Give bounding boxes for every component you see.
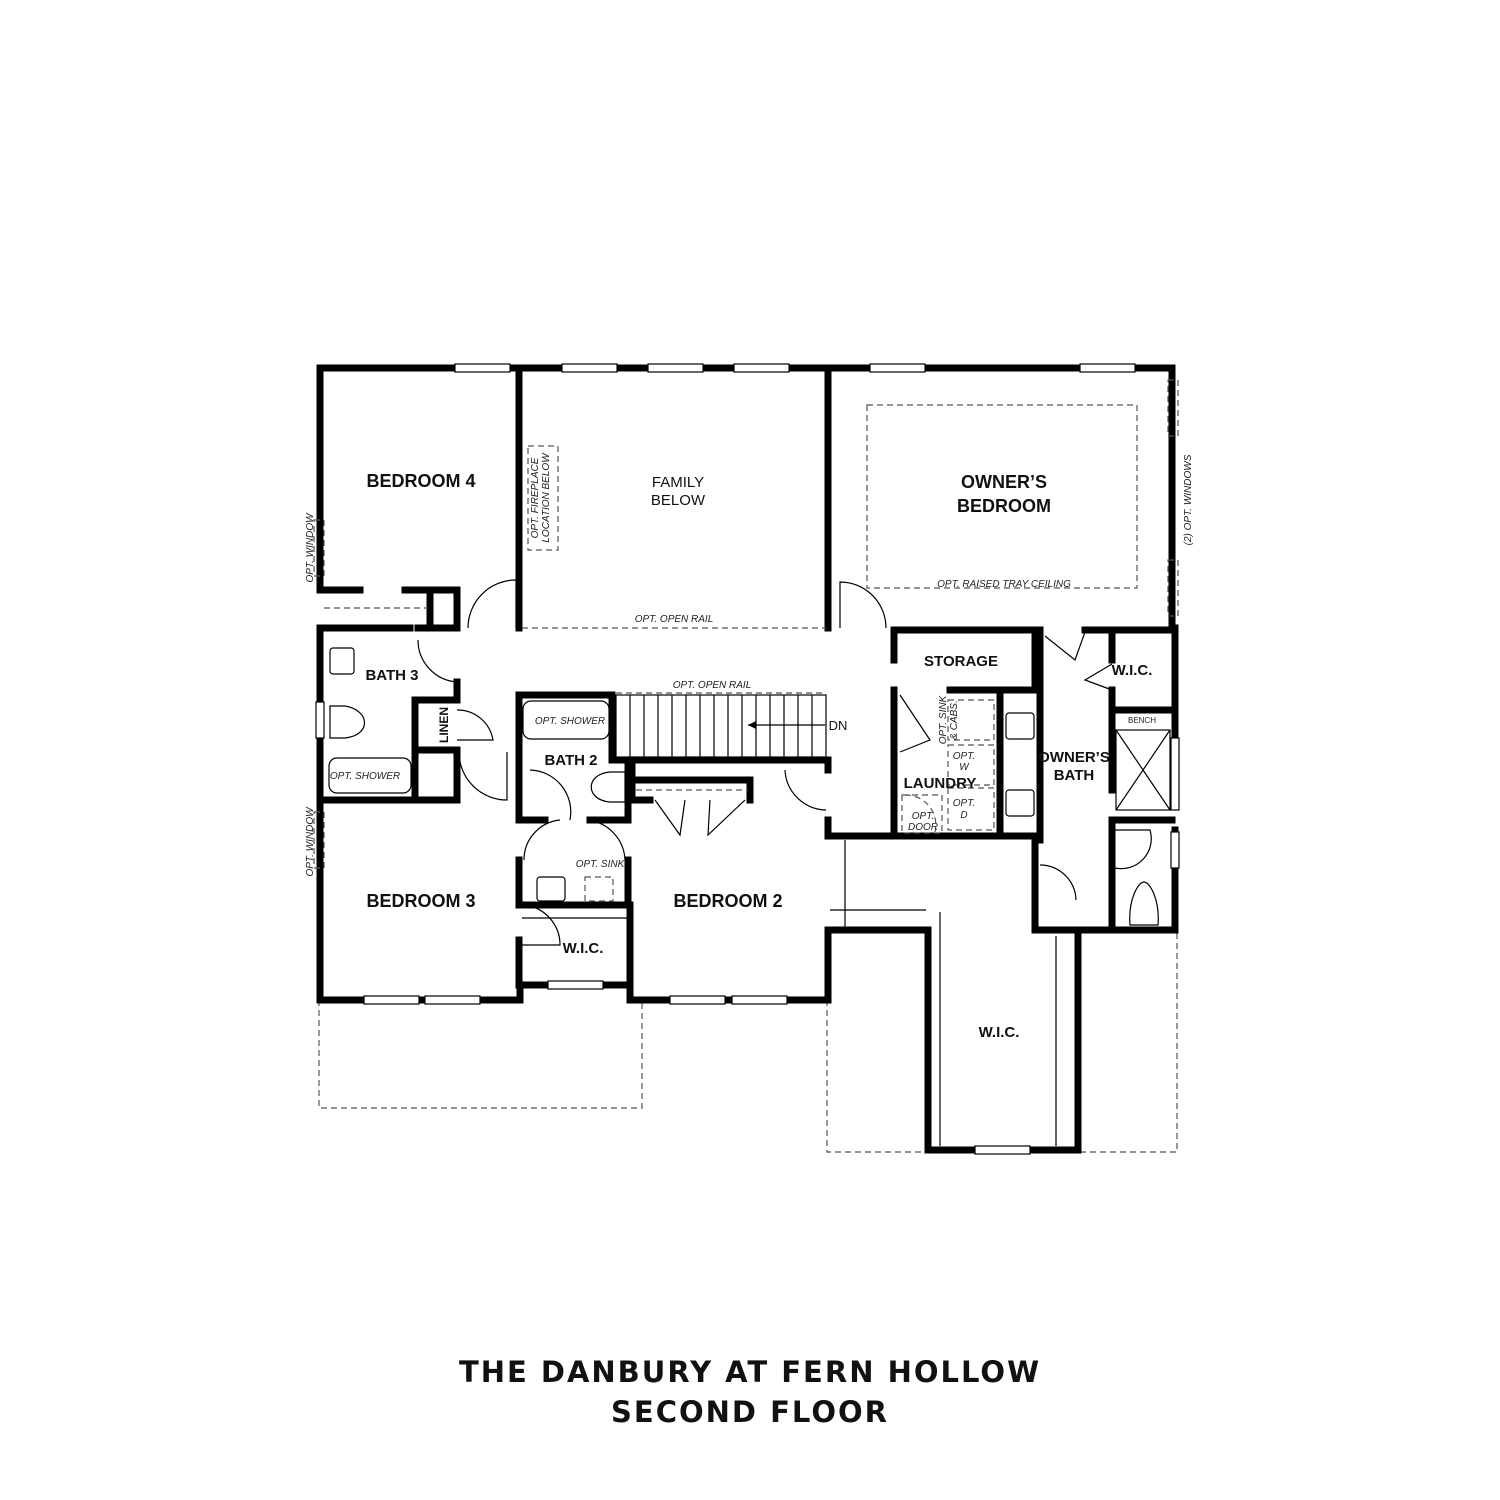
- note-stairs-down: DN: [829, 718, 848, 733]
- room-label-owner-large-wic: W.I.C.: [979, 1024, 1020, 1041]
- tub-icon: [522, 700, 610, 740]
- note-opt-raised-tray-ceiling: OPT. RAISED TRAY CEILING: [937, 579, 1071, 590]
- room-label-bath-2: BATH 2: [544, 752, 597, 769]
- windows: [313, 363, 1180, 1155]
- room-label-bedroom-4: BEDROOM 4: [366, 471, 475, 491]
- shower-icon: [1115, 729, 1171, 811]
- sink-icon: [1005, 789, 1035, 817]
- note-opt-windows: (2) OPT. WINDOWS: [1183, 454, 1194, 545]
- sink-icon: [329, 647, 355, 675]
- note-opt-fireplace-2: LOCATION BELOW: [541, 452, 552, 543]
- room-label-family-below-2: BELOW: [651, 492, 706, 509]
- opt-washer: [947, 744, 995, 786]
- note-opt-sink: OPT. SINK: [576, 859, 626, 870]
- opt-dryer: [947, 787, 995, 831]
- note-bench: BENCH: [1128, 716, 1156, 725]
- room-label-family-below: FAMILY: [652, 474, 704, 491]
- optional-extents: [318, 404, 1178, 1153]
- opt-sink-icon: [584, 876, 614, 902]
- toilet-icon: [590, 771, 626, 803]
- note-opt-dryer: OPT.: [953, 798, 975, 809]
- sink-icon: [536, 876, 566, 902]
- note-opt-washer: OPT.: [953, 751, 975, 762]
- room-label-owners-bedroom: OWNER’S: [961, 472, 1047, 492]
- note-opt-washer-2: W: [959, 762, 970, 773]
- sink-icon: [1005, 712, 1035, 740]
- room-label-owners-bath: OWNER’S: [1038, 749, 1110, 766]
- doors: [417, 579, 1152, 946]
- note-opt-shower-bath3: OPT. SHOWER: [330, 771, 400, 782]
- note-opt-door-2: DOOR: [908, 822, 938, 833]
- opt-sink-cabs: [947, 699, 995, 741]
- note-opt-door: OPT.: [912, 811, 934, 822]
- room-label-laundry: LAUNDRY: [904, 775, 977, 792]
- room-label-owners-bedroom-2: BEDROOM: [957, 496, 1051, 516]
- tub-icon: [328, 757, 412, 794]
- room-label-owners-bath-2: BATH: [1054, 767, 1095, 784]
- note-opt-dryer-2: D: [960, 810, 967, 821]
- room-label-bedroom-2: BEDROOM 2: [673, 891, 782, 911]
- stairs: [615, 694, 827, 758]
- room-label-bedroom-3: BEDROOM 3: [366, 891, 475, 911]
- note-opt-sink-cabs-2: & CABS.: [949, 700, 960, 739]
- note-opt-open-rail-upper: OPT. OPEN RAIL: [635, 614, 714, 625]
- note-opt-shower-bath2: OPT. SHOWER: [535, 716, 605, 727]
- room-label-bath-3: BATH 3: [365, 667, 418, 684]
- note-opt-window-upper: OPT. WINDOW: [305, 512, 316, 583]
- toilet-icon: [1129, 881, 1159, 926]
- plan-subtitle: SECOND FLOOR: [611, 1395, 889, 1429]
- toilet-icon: [329, 705, 365, 739]
- fixtures: [324, 607, 1171, 1146]
- room-label-bedroom-3-wic: W.I.C.: [563, 940, 604, 957]
- room-label-storage: STORAGE: [924, 653, 998, 670]
- room-label-owner-wic: W.I.C.: [1112, 662, 1153, 679]
- plan-title: THE DANBURY AT FERN HOLLOW: [458, 1355, 1042, 1389]
- note-opt-open-rail-stair: OPT. OPEN RAIL: [673, 680, 752, 691]
- note-opt-sink-cabs: OPT. SINK: [938, 694, 949, 744]
- tray-ceiling-outline: [866, 404, 1138, 589]
- note-opt-window-lower: OPT. WINDOW: [305, 806, 316, 877]
- note-opt-fireplace: OPT. FIREPLACE: [530, 457, 541, 538]
- fireplace-outline: [527, 445, 559, 551]
- room-label-linen: LINEN: [437, 707, 451, 743]
